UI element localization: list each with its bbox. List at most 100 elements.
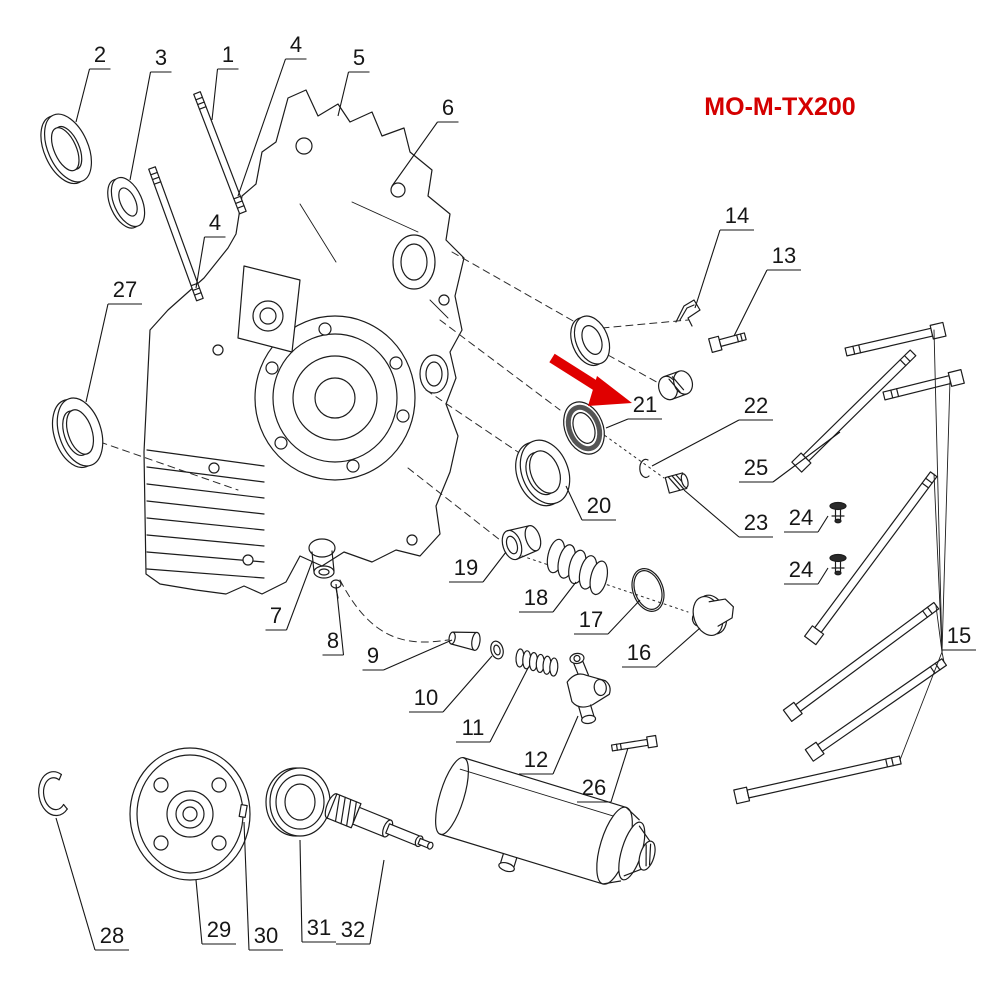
callout-leader-23 [683,489,740,538]
callout-leader-31 [299,839,303,943]
callout-label-5: 5 [353,45,365,70]
rotor-disc-29 [129,747,251,881]
callout-leader-5 [337,71,350,117]
callout-leader-4 [237,58,287,197]
callout-leader-9 [383,639,453,671]
callout-leader-1 [211,68,219,121]
callout-leader-14 [694,229,721,309]
washer-10 [490,640,504,660]
callout-label-8: 8 [327,628,339,653]
callout-leader-6 [391,121,438,187]
callout-label-2: 2 [94,42,106,67]
callout-leader-25 [772,431,841,483]
callout-leader-28 [55,817,96,951]
callout-label-4: 4 [290,32,302,57]
callout-leader-3 [129,71,152,181]
callout-label-16: 16 [627,640,651,665]
callout-leader-24 [817,567,829,585]
callout-label-28: 28 [100,923,124,948]
bolt-group-15 [733,321,965,805]
callout-label-21: 21 [633,392,657,417]
callout-label-30: 30 [254,923,278,948]
callout-label-7: 7 [270,603,282,628]
pin-30 [238,803,248,819]
callout-leader-21 [605,418,629,429]
callout-label-24: 24 [789,557,813,582]
callout-leader-4 [195,236,206,289]
callout-label-20: 20 [587,493,611,518]
bushing-21 [657,370,694,401]
cone-9 [448,631,481,651]
bolt-26 [610,734,658,752]
stud-bolt-4 [148,166,204,302]
cylinder-housing [435,756,656,885]
bolt-13 [708,332,747,353]
o-ring-17 [631,568,665,612]
callout-label-11: 11 [462,715,485,740]
callout-label-14: 14 [725,203,749,228]
callout-label-25: 25 [744,455,768,480]
crankcase-body [143,89,465,595]
callout-leader-26 [610,747,629,803]
callout-label-18: 18 [524,585,548,610]
callout-leader-29 [195,879,203,945]
callout-leader-16 [655,627,701,668]
callout-label-3: 3 [155,45,167,70]
callout-label-6: 6 [442,95,454,120]
poppet-24-b [829,553,847,576]
lever-12 [566,652,611,725]
circlip-28 [38,771,68,817]
callout-label-31: 31 [307,915,331,940]
callout-label-27: 27 [113,277,137,302]
bearing-2 [40,113,93,185]
callout-leader-20 [565,485,583,521]
seal-3 [107,176,146,229]
tappet-19 [501,525,542,561]
callout-leader-2 [75,68,91,123]
callout-label-26: 26 [582,775,606,800]
callout-label-15: 15 [947,623,971,648]
callout-leader-30 [243,821,250,951]
bearing-31 [265,767,331,837]
callout-leader-18 [552,581,577,613]
callout-label-9: 9 [367,643,379,668]
callout-leader-11 [489,667,529,743]
callout-label-24: 24 [789,505,813,530]
callout-leader-10 [442,655,493,713]
oil-seal-20 [515,439,571,507]
callout-leader-8 [335,583,345,656]
callout-label-13: 13 [772,243,796,268]
callout-label-10: 10 [414,685,438,710]
callout-label-32: 32 [341,917,365,942]
callout-label-17: 17 [579,607,603,632]
highlight-arrow [549,353,632,406]
callout-leader-12 [552,715,579,775]
seal-upper [570,315,611,367]
bolt-15-fan-lines [899,329,951,761]
callout-label-23: 23 [744,510,768,535]
callout-label-22: 22 [744,393,768,418]
bearing-27 [51,397,104,469]
callout-label-4: 4 [209,210,221,235]
callout-leader-19 [482,551,507,583]
callout-leader-7 [285,561,313,631]
callout-leader-22 [651,419,740,467]
callout-leader-13 [733,269,768,337]
callout-label-12: 12 [524,747,548,772]
callout-leader-17 [607,599,641,635]
circlip-22 [639,458,650,478]
nut-23 [664,472,689,494]
callout-leader-32 [369,859,385,945]
cooling-fins [146,449,265,579]
oil-seal-21 [563,401,605,455]
callout-label-29: 29 [207,917,231,942]
stud-bolt-1 [193,91,247,215]
bolt-25 [791,349,917,473]
shaft-32 [324,793,434,850]
diagram-code-title: MO-M-TX200 [704,93,855,121]
callout-label-1: 1 [222,42,234,67]
boss-part-7 [308,538,336,579]
